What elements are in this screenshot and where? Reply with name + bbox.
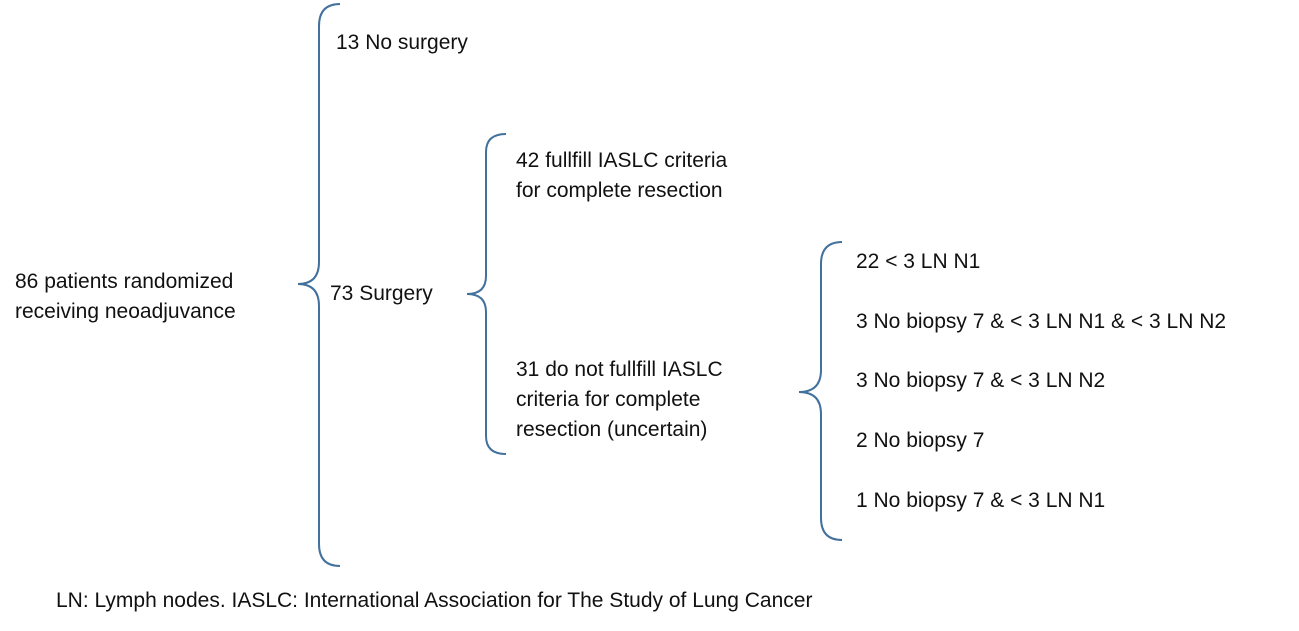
fulfill-line-2: for complete resection [516,179,723,202]
not-fulfill-line-1: 31 do not fullfill IASLC [516,358,723,381]
not-fulfill-line-2: criteria for complete [516,388,701,411]
brace-uncertain [798,241,843,541]
root-line-2: receiving neoadjuvance [15,300,236,323]
surgery-node: 73 Surgery [330,282,433,305]
footnote: LN: Lymph nodes. IASLC: International As… [56,589,813,612]
not-fulfill-criteria-node: 31 do not fullfill IASLC criteria for co… [516,355,723,445]
subgroup-item: 3 No biopsy 7 & < 3 LN N2 [856,369,1106,392]
no-surgery-node: 13 No surgery [336,31,468,54]
brace-root [297,3,341,567]
fulfill-line-1: 42 fullfill IASLC criteria [516,149,728,172]
subgroup-item: 22 < 3 LN N1 [856,250,981,273]
root-node: 86 patients randomized receiving neoadju… [15,267,236,327]
subgroup-item: 1 No biopsy 7 & < 3 LN N1 [856,489,1106,512]
not-fulfill-line-3: resection (uncertain) [516,418,708,441]
subgroup-item: 3 No biopsy 7 & < 3 LN N1 & < 3 LN N2 [856,310,1227,333]
root-line-1: 86 patients randomized [15,270,234,293]
fulfill-criteria-node: 42 fullfill IASLC criteria for complete … [516,146,727,206]
brace-surgery [466,133,507,455]
subgroup-item: 2 No biopsy 7 [856,429,985,452]
